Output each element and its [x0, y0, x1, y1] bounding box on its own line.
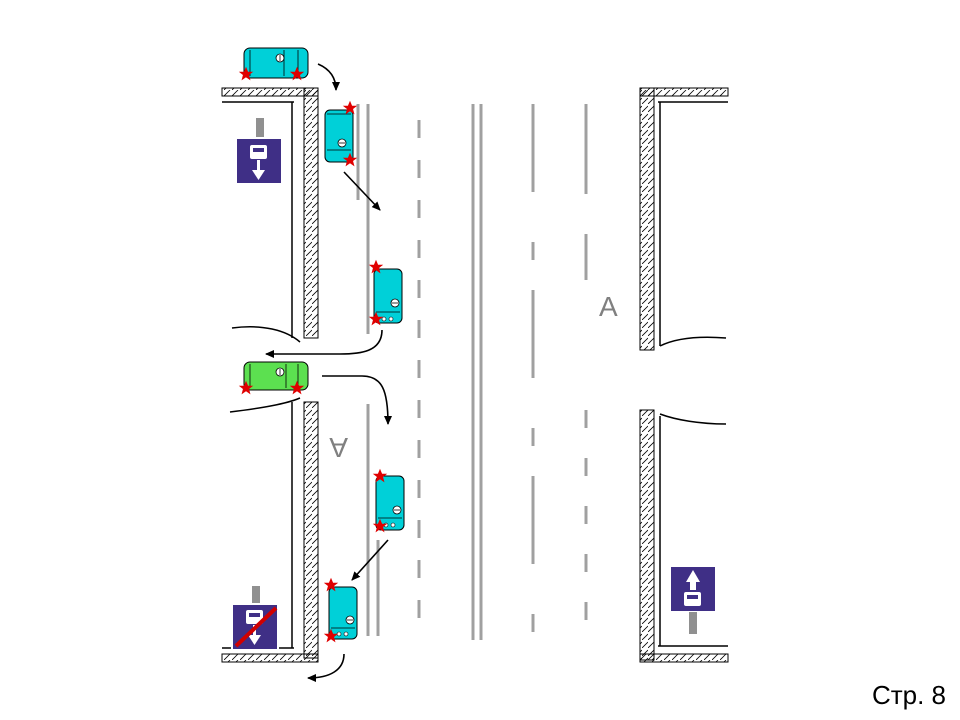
lane-letter-right: А: [599, 291, 618, 322]
bus-lane-1: [324, 100, 358, 167]
bus-lane-3: [372, 468, 405, 533]
movement-arrows: [265, 63, 392, 682]
end-of-bus-lane-sign-icon: [231, 586, 279, 651]
lane-letter-left-inverted: А: [329, 432, 348, 463]
bus-lane-sign-icon: [235, 118, 283, 185]
arrow-icon: [265, 329, 383, 358]
left-curb-bottom: [221, 397, 319, 663]
arrow-icon: [351, 539, 389, 581]
arrow-icon: [343, 171, 381, 211]
arrow-icon: [317, 63, 340, 91]
page-number: Стр. 8: [871, 680, 946, 710]
lane-markings: [356, 104, 588, 640]
arrow-icon: [307, 653, 345, 682]
left-curb-top: [221, 87, 319, 343]
bus-top-horizontal: [238, 47, 309, 81]
bus-lane-2: [368, 259, 403, 326]
right-curb-top: [639, 87, 729, 351]
arrow-icon: [322, 375, 392, 425]
right-curb-bottom: [639, 409, 729, 663]
bus-lane-ahead-sign-icon: [669, 565, 717, 634]
car-green: [238, 361, 309, 395]
bus-lane-4: [323, 577, 358, 643]
